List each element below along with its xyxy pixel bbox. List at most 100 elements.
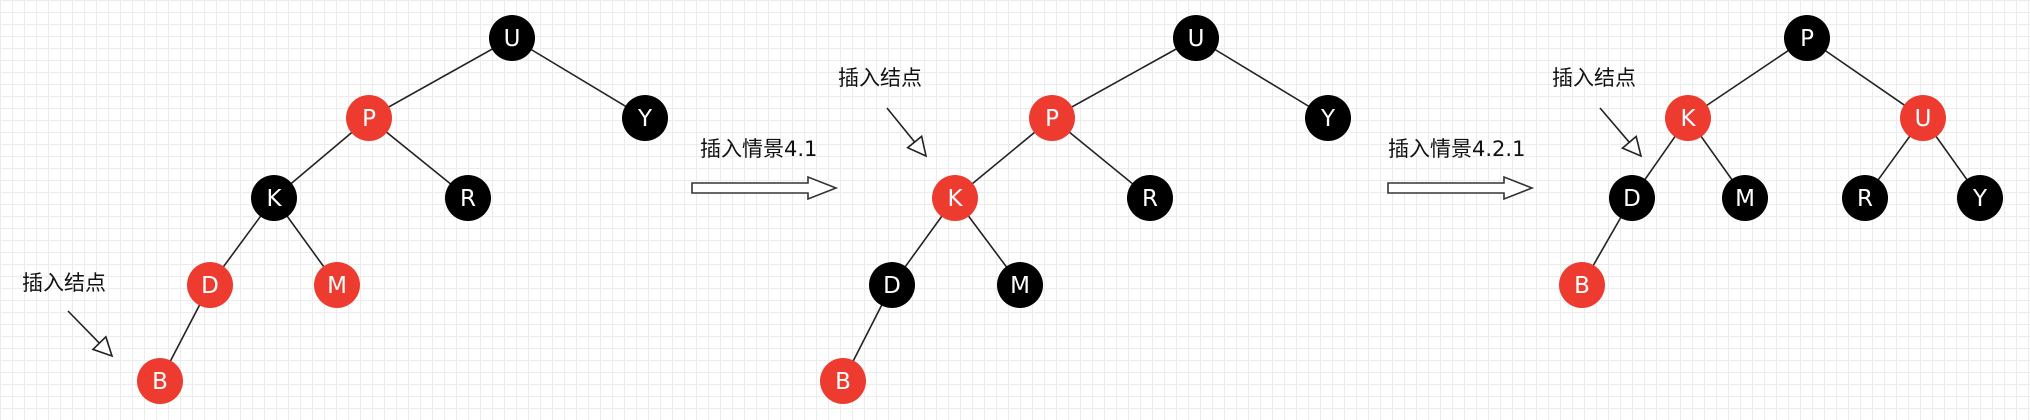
transition-1: 插入情景4.1 [691, 137, 839, 201]
node-label-R: R [460, 186, 476, 212]
node-P: P [1029, 95, 1075, 141]
node-circle-M [1722, 175, 1768, 221]
annotation-arrow-head [1620, 135, 1643, 158]
node-M: M [314, 262, 360, 308]
node-circle-P [1029, 95, 1075, 141]
node-label-D: D [201, 273, 219, 299]
node-circle-D [869, 262, 915, 308]
node-label-K: K [947, 186, 963, 212]
node-label-P: P [1800, 26, 1814, 52]
node-label-M: M [1735, 186, 1755, 212]
node-circle-M [997, 262, 1043, 308]
node-circle-U [1900, 95, 1946, 141]
node-label-B: B [835, 369, 851, 395]
node-circle-B [820, 358, 866, 404]
node-K: K [1665, 95, 1711, 141]
node-Y: Y [1957, 175, 2003, 221]
node-circle-K [932, 175, 978, 221]
node-circle-R [1127, 175, 1173, 221]
node-label-Y: Y [637, 106, 653, 132]
edge-U-Y [1195, 37, 1329, 119]
edge-U-P [368, 37, 513, 119]
annotation-arrow-head [91, 335, 114, 358]
node-label-B: B [152, 369, 168, 395]
node-circle-P [346, 95, 392, 141]
node-label-Y: Y [1320, 106, 1336, 132]
node-label-P: P [362, 106, 376, 132]
annotation-label: 插入结点 [838, 66, 922, 90]
node-label-D: D [1623, 186, 1641, 212]
node-P: P [346, 95, 392, 141]
node-label-D: D [883, 273, 901, 299]
edge-U-P [1051, 37, 1197, 119]
transition-label: 插入情景4.1 [700, 137, 817, 161]
edge-P-K [1687, 37, 1808, 119]
annotation-label: 插入结点 [22, 271, 106, 295]
node-circle-K [1665, 95, 1711, 141]
node-circle-U [489, 15, 535, 61]
node-circle-M [314, 262, 360, 308]
tree-1: U P Y K R D M B 插入结点 [22, 15, 668, 404]
annotation-label: 插入结点 [1552, 66, 1636, 90]
node-D: D [187, 262, 233, 308]
node-circle-D [187, 262, 233, 308]
node-circle-D [1609, 175, 1655, 221]
node-R: R [1127, 175, 1173, 221]
node-circle-R [1842, 175, 1888, 221]
node-B: B [820, 358, 866, 404]
node-label-U: U [1188, 26, 1205, 52]
node-circle-Y [1305, 95, 1351, 141]
node-label-Y: Y [1972, 186, 1988, 212]
transition-arrow [691, 175, 839, 201]
node-label-P: P [1045, 106, 1059, 132]
node-circle-K [251, 175, 297, 221]
node-label-M: M [1010, 273, 1030, 299]
node-K: K [932, 175, 978, 221]
tree-3-annotation: 插入结点 [1552, 66, 1643, 158]
node-circle-B [137, 358, 183, 404]
node-R: R [445, 175, 491, 221]
annotation-arrow-line [886, 107, 916, 143]
node-label-K: K [266, 186, 282, 212]
node-P: P [1784, 15, 1830, 61]
tree-2-annotation: 插入结点 [838, 66, 928, 158]
transition-label: 插入情景4.2.1 [1388, 137, 1525, 161]
transition-2: 插入情景4.2.1 [1387, 137, 1535, 201]
node-circle-Y [622, 95, 668, 141]
node-U: U [1900, 95, 1946, 141]
node-U: U [1173, 15, 1219, 61]
edge-U-Y [511, 37, 646, 119]
node-circle-Y [1957, 175, 2003, 221]
transition-arrow [1387, 175, 1535, 201]
tree-1-annotation: 插入结点 [22, 271, 114, 358]
annotation-arrow-line [67, 310, 100, 344]
edge-P-U [1806, 37, 1924, 119]
node-label-R: R [1857, 186, 1873, 212]
tree-2: U P Y K R D M B 插入结点 [820, 15, 1351, 404]
node-circle-P [1784, 15, 1830, 61]
node-D: D [869, 262, 915, 308]
node-D: D [1609, 175, 1655, 221]
node-label-B: B [1574, 273, 1590, 299]
node-Y: Y [1305, 95, 1351, 141]
annotation-arrow-line [1599, 107, 1630, 143]
node-B: B [137, 358, 183, 404]
node-label-M: M [327, 273, 347, 299]
annotation-arrow-head [906, 134, 928, 158]
node-R: R [1842, 175, 1888, 221]
node-circle-R [445, 175, 491, 221]
node-circle-B [1559, 262, 1605, 308]
node-label-U: U [1915, 106, 1932, 132]
node-M: M [1722, 175, 1768, 221]
node-label-K: K [1680, 106, 1696, 132]
node-circle-U [1173, 15, 1219, 61]
node-B: B [1559, 262, 1605, 308]
node-U: U [489, 15, 535, 61]
tree-3: P K U D M R Y B 插入结点 [1552, 15, 2003, 308]
node-label-U: U [504, 26, 521, 52]
node-Y: Y [622, 95, 668, 141]
node-M: M [997, 262, 1043, 308]
node-label-R: R [1142, 186, 1158, 212]
